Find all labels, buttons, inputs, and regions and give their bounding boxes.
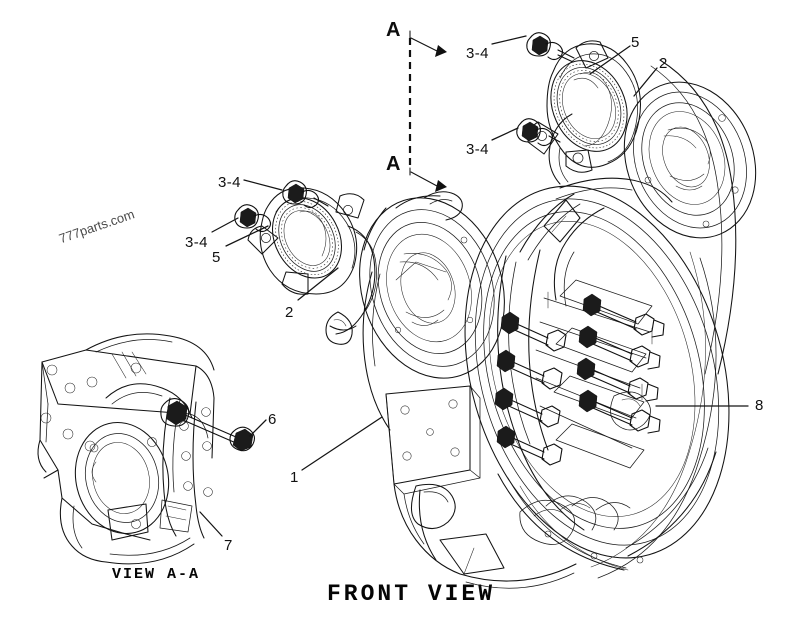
left-bracket-assembly [247, 187, 377, 345]
leader-lines [199, 35, 749, 537]
bolt-3-4-ur-top [526, 32, 575, 63]
view-aa-part [37, 333, 256, 565]
bolt-row-1 [582, 293, 665, 338]
bolt-6 [160, 398, 256, 452]
callout-1-main: 1 [290, 469, 299, 486]
bolt-3-4-l-top [282, 180, 329, 209]
callout-7-view-aa: 7 [224, 537, 233, 554]
view-aa-title: VIEW A-A [112, 566, 201, 583]
callout-5-upper-right: 5 [631, 34, 640, 51]
flywheel-housing-main-body [359, 59, 757, 589]
section-line-a-a [408, 30, 447, 192]
upper-right-bracket-assembly [527, 40, 642, 173]
bolt-row-4 [578, 389, 661, 434]
callout-3-4-lower-left: 3-4 [185, 234, 208, 251]
bolt-row-left [494, 311, 567, 466]
internal-bolt-cluster [494, 293, 665, 466]
callout-3-4-lower-right: 3-4 [466, 141, 489, 158]
callout-2-upper-right: 2 [659, 55, 668, 72]
callout-6-view-aa: 6 [268, 411, 277, 428]
callout-3-4-upper-right: 3-4 [466, 45, 489, 62]
bolt-3-4-ur-bottom [516, 118, 561, 147]
callout-2-left: 2 [285, 304, 294, 321]
bolt-row-3 [576, 357, 659, 402]
bolt-row-2 [578, 325, 661, 370]
callout-3-4-upper-left: 3-4 [218, 174, 241, 191]
section-marker-a-top: A [386, 19, 401, 41]
callout-8-right: 8 [755, 397, 764, 414]
callout-5-left: 5 [212, 249, 221, 266]
upper-right-fasteners [516, 32, 575, 147]
left-fasteners [234, 180, 329, 233]
section-marker-a-bottom: A [386, 153, 401, 175]
front-view-title: FRONT VIEW [327, 581, 496, 607]
